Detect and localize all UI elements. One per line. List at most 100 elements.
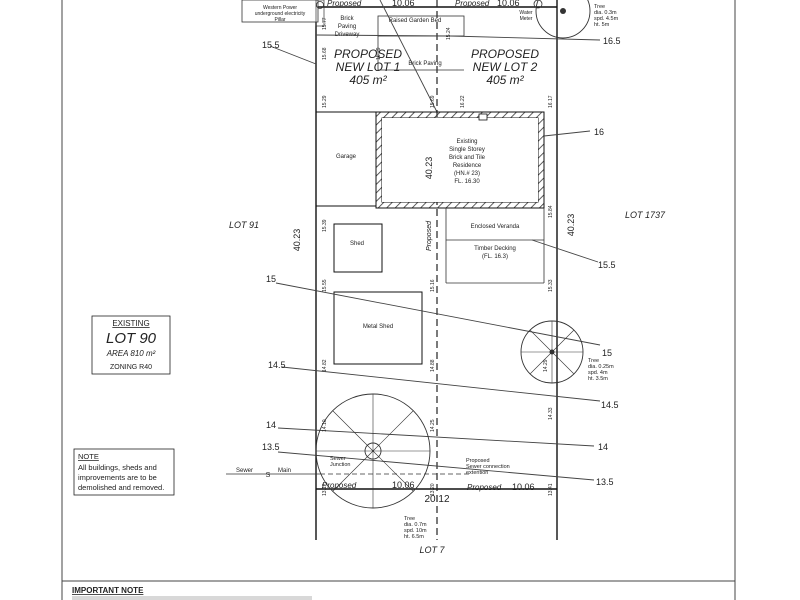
water-meter-symbol bbox=[533, 0, 543, 9]
frontage-value-right: 10.06 bbox=[497, 0, 520, 8]
note-box bbox=[73, 448, 175, 496]
sewer-junction-label-1: Sewer bbox=[330, 456, 346, 462]
contour-15-5-label: 15.5 bbox=[598, 260, 616, 270]
frontage-proposed-right: Proposed bbox=[455, 0, 490, 8]
veranda-label: Enclosed Veranda bbox=[471, 224, 520, 230]
metal-shed bbox=[333, 291, 423, 365]
western-power-pillar-box bbox=[241, 0, 319, 23]
sewer-main-label: Sewer bbox=[236, 468, 253, 474]
level-3: 15.29 bbox=[376, 47, 382, 60]
level-4: 15.24 bbox=[446, 27, 452, 40]
front-tree-label-3: spd. 4.5m bbox=[594, 16, 619, 22]
note-line-2: improvements are to be bbox=[78, 473, 157, 482]
sewer-junction-label-2: Junction bbox=[330, 462, 351, 468]
pillar-label-1: Western Power bbox=[263, 5, 297, 11]
lot-2-area: 405 m² bbox=[486, 73, 524, 87]
residence-label-1: Existing bbox=[456, 139, 477, 145]
contour-15-right-label: 15 bbox=[602, 348, 612, 358]
note-line-1: All buildings, sheds and bbox=[78, 463, 157, 472]
level-21: 13.20 bbox=[430, 483, 436, 496]
note-line-3: demolished and removed. bbox=[78, 483, 164, 492]
contour-15-5-line bbox=[531, 239, 599, 263]
residence-label-6: FL. 16.30 bbox=[454, 179, 480, 185]
middle-tree-label-2: dia. 0.25m bbox=[588, 364, 614, 370]
front-tree-label-4: ht. 5m bbox=[594, 22, 610, 28]
frontage-value-left: 10.06 bbox=[392, 0, 415, 8]
residence-label-4: Residence bbox=[453, 163, 482, 169]
middle-tree-label-3: spd. 4m bbox=[588, 370, 608, 376]
front-tree-label-1: Tree bbox=[594, 4, 605, 10]
lot-1737-label: LOT 1737 bbox=[625, 210, 666, 220]
contour-16-line bbox=[543, 130, 591, 137]
existing-lot: LOT 90 bbox=[106, 330, 157, 347]
rear-value-right: 10.06 bbox=[512, 482, 535, 492]
important-note-title: IMPORTANT NOTE bbox=[72, 586, 144, 595]
level-20: 13.17 bbox=[322, 483, 328, 496]
contour-16-5-line bbox=[315, 34, 601, 41]
lot-1-subtitle: NEW LOT 1 bbox=[336, 60, 401, 74]
contour-16-5-label: 16.5 bbox=[603, 36, 621, 46]
lot-2-title: PROPOSED bbox=[471, 47, 539, 61]
middle-tree-label-4: ht. 3.5m bbox=[588, 376, 608, 382]
sewer-main-symbol: S bbox=[266, 472, 271, 479]
rear-tree-label-4: ht. 6.5m bbox=[404, 534, 424, 540]
lot-1-area: 405 m² bbox=[349, 73, 387, 87]
depth-left: 40.23 bbox=[292, 229, 302, 252]
residence-label-2: Single Storey bbox=[449, 147, 485, 153]
residence-label-5: (HN.# 23) bbox=[454, 171, 480, 177]
important-note-faint-text bbox=[72, 596, 312, 600]
rear-value-left: 10.06 bbox=[392, 480, 415, 490]
front-tree-label-2: dia. 0.3m bbox=[594, 10, 617, 16]
level-9: 15.84 bbox=[548, 205, 554, 218]
sewer-connection-label-1: Proposed bbox=[466, 458, 490, 464]
metal-shed-label: Metal Shed bbox=[363, 324, 393, 330]
contour-14-5-left-label: 14.5 bbox=[268, 360, 286, 370]
depth-centre: 40.23 bbox=[424, 157, 434, 180]
depth-right: 40.23 bbox=[566, 214, 576, 237]
rear-proposed-right: Proposed bbox=[467, 483, 502, 492]
rear-proposed-left: Proposed bbox=[322, 481, 357, 490]
level-6: 15.69 bbox=[430, 95, 436, 108]
level-13: 15.33 bbox=[548, 279, 554, 292]
level-8: 16.17 bbox=[548, 95, 554, 108]
level-14: 14.82 bbox=[322, 359, 328, 372]
decking-label-1: Timber Decking bbox=[474, 246, 516, 252]
existing-header: EXISTING bbox=[112, 319, 149, 328]
existing-area: AREA 810 m² bbox=[106, 349, 156, 358]
level-7: 16.22 bbox=[460, 95, 466, 108]
contour-14-5-right-label: 14.5 bbox=[601, 400, 619, 410]
sewer-main-word: Main bbox=[278, 468, 291, 474]
pillar-strip bbox=[315, 0, 325, 27]
shed-label: Shed bbox=[350, 241, 364, 247]
note-title: NOTE bbox=[78, 452, 99, 461]
contour-13-5-right-label: 13.5 bbox=[596, 477, 614, 487]
brick-paving-label: Brick Paving bbox=[408, 61, 441, 67]
pillar-label-3: Pillar bbox=[274, 17, 285, 23]
level-16: 14.29 bbox=[543, 359, 549, 372]
garage-label: Garage bbox=[336, 154, 357, 160]
contour-15-5-top-label: 15.5 bbox=[262, 40, 280, 50]
decking-label-2: (FL. 16.3) bbox=[482, 254, 508, 260]
contour-13-5-line bbox=[277, 451, 595, 481]
lot-2-subtitle: NEW LOT 2 bbox=[473, 60, 538, 74]
contour-16-segment bbox=[379, 0, 438, 113]
contour-15-line bbox=[275, 282, 601, 346]
contour-13-5-left-label: 13.5 bbox=[262, 442, 280, 452]
paving-label-2: Paving bbox=[338, 24, 356, 30]
level-2: 15.68 bbox=[322, 47, 328, 60]
level-1: 15.77 bbox=[322, 17, 328, 30]
rear-tree-label-3: spd. 10m bbox=[404, 528, 427, 534]
lot-91-label: LOT 91 bbox=[229, 220, 259, 230]
electricity-pillar-symbol bbox=[316, 1, 324, 9]
paving-label-1: Brick bbox=[340, 16, 354, 22]
pillar-label-2: underground electricity bbox=[255, 11, 306, 17]
contour-14-right-label: 14 bbox=[598, 442, 608, 452]
rear-tree bbox=[315, 393, 431, 509]
middle-tree bbox=[520, 320, 584, 384]
level-19: 14.25 bbox=[430, 419, 436, 432]
sewer-connection-label-3: extention bbox=[466, 470, 488, 476]
rear-total: 20.12 bbox=[424, 494, 449, 505]
level-10: 15.39 bbox=[322, 219, 328, 232]
front-tree bbox=[535, 0, 591, 39]
